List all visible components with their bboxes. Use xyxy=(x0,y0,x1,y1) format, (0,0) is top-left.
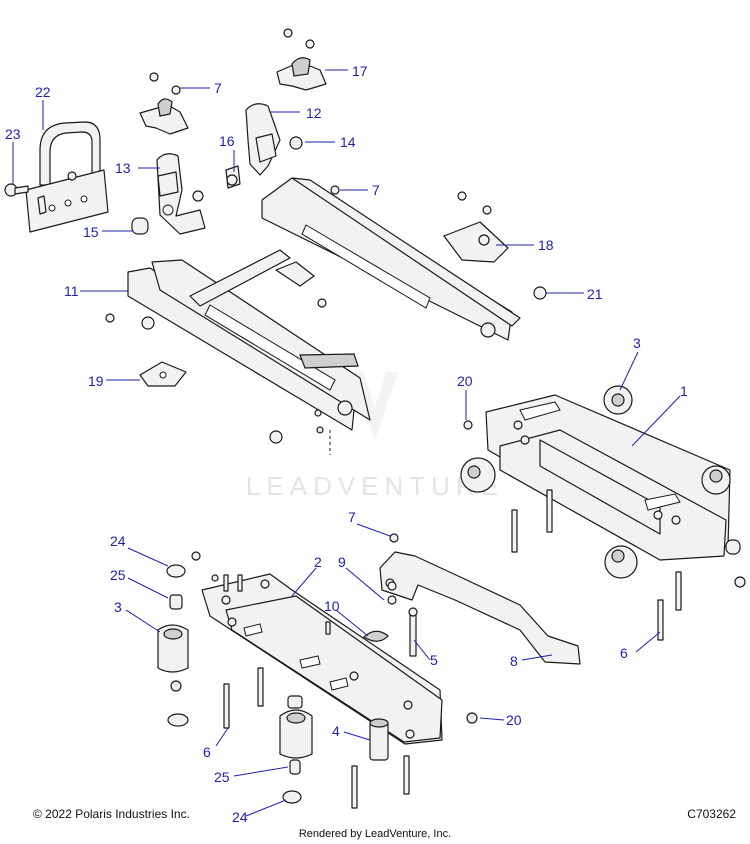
callout-18: 18 xyxy=(538,237,554,253)
callout-21: 21 xyxy=(587,286,603,302)
callout-20-upper: 20 xyxy=(457,373,473,389)
callout-14: 14 xyxy=(340,134,356,150)
callout-24-upper: 24 xyxy=(110,533,126,549)
callout-10: 10 xyxy=(324,598,340,614)
callout-17: 17 xyxy=(352,63,368,79)
rendered-by-credit: Rendered by LeadVenture, Inc. xyxy=(298,828,452,840)
callout-7-lower: 7 xyxy=(348,509,356,525)
copyright-notice: © 2022 Polaris Industries Inc. xyxy=(33,807,190,821)
callout-3-upper: 3 xyxy=(633,335,641,351)
part-plates xyxy=(139,191,547,387)
leader-lines xyxy=(12,69,681,817)
part-latch-lever xyxy=(363,551,581,665)
callout-1: 1 xyxy=(680,383,688,399)
part-latch-right xyxy=(225,103,303,189)
callout-6-right: 6 xyxy=(620,645,628,661)
callout-5: 5 xyxy=(430,652,438,668)
callout-4: 4 xyxy=(332,723,340,739)
part-handle-bracket xyxy=(4,121,109,233)
part-slider-frame xyxy=(105,177,521,455)
leadventure-watermark: LEADVENTURE xyxy=(245,471,505,501)
callout-23: 23 xyxy=(5,126,21,142)
callout-16: 16 xyxy=(219,133,235,149)
figure-id: C703262 xyxy=(687,807,736,821)
part-upper-rail xyxy=(460,385,746,641)
callout-22: 22 xyxy=(35,84,51,100)
callout-25-lower: 25 xyxy=(214,769,230,785)
callout-8: 8 xyxy=(510,653,518,669)
callout-9: 9 xyxy=(338,554,346,570)
part-lower-rail xyxy=(201,573,443,745)
callout-19: 19 xyxy=(88,373,104,389)
callout-7-upper: 7 xyxy=(214,80,222,96)
callout-20-lower: 20 xyxy=(506,712,522,728)
callout-25-upper: 25 xyxy=(110,567,126,583)
callout-15: 15 xyxy=(83,224,99,240)
part-upper-clamps xyxy=(139,28,327,135)
callout-11: 11 xyxy=(64,283,79,299)
callout-12: 12 xyxy=(306,105,322,121)
callout-13: 13 xyxy=(115,160,131,176)
callout-7-mid: 7 xyxy=(372,182,380,198)
callout-6-left: 6 xyxy=(203,744,211,760)
callout-24-lower: 24 xyxy=(232,809,248,825)
part-left-hardware xyxy=(157,533,478,809)
part-latch-left xyxy=(131,153,206,235)
callout-numbers: 22 23 7 17 12 14 16 13 15 7 18 21 11 19 … xyxy=(5,63,688,825)
watermark-logo xyxy=(352,372,398,440)
callout-3-lower: 3 xyxy=(114,599,122,615)
callout-2: 2 xyxy=(314,554,322,570)
